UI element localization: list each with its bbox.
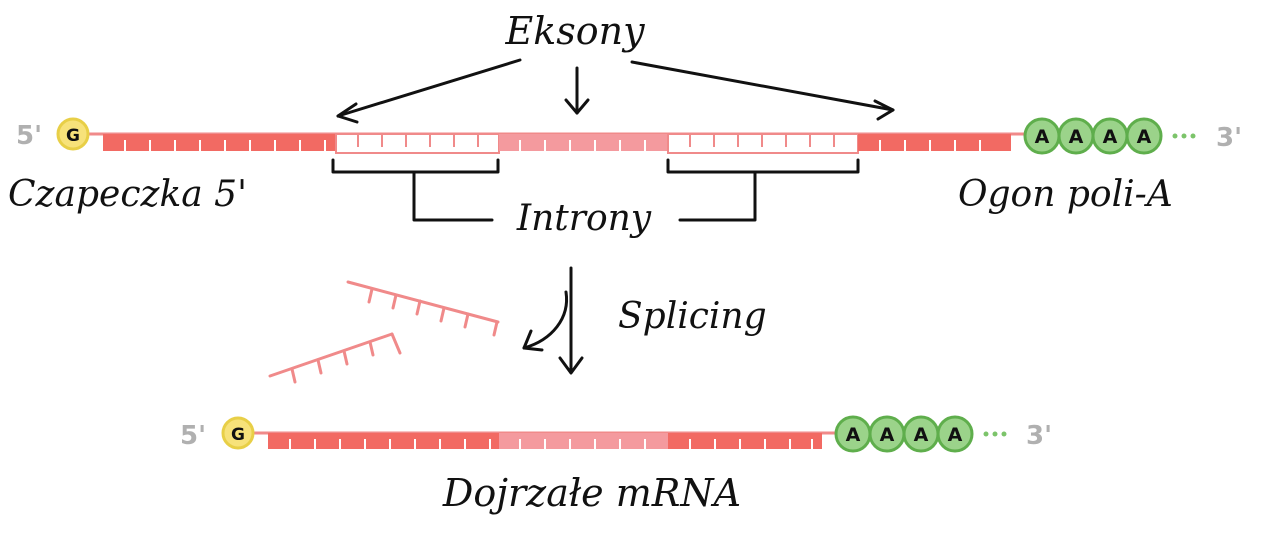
exon-arrowhead-right	[873, 99, 895, 121]
exon-2	[499, 134, 668, 151]
exon-1	[103, 134, 335, 151]
exon-1-ticks	[124, 140, 326, 151]
tail-letter-3: A	[1103, 126, 1118, 148]
mature-exon-2	[499, 433, 668, 449]
pre-mrna-3prime: 3'	[1216, 123, 1242, 153]
excised-intron-lower	[268, 332, 402, 384]
intron-2-ticks	[689, 134, 835, 147]
intron-2-bracket	[666, 158, 860, 174]
excision-curve	[522, 290, 569, 350]
intron-2-connector	[678, 170, 757, 222]
mature-tail-dot-3	[1001, 431, 1007, 437]
polya-label: Ogon poli-A	[958, 174, 1173, 215]
splicing-arrowhead	[558, 356, 584, 375]
tail-letter-4: A	[1137, 126, 1152, 148]
mature-tail-letter-2: A	[880, 424, 895, 446]
mature-exon-ticks	[289, 439, 813, 449]
exon-3-ticks	[879, 140, 981, 151]
mature-tail-letter-1: A	[846, 424, 861, 446]
tail-letter-2: A	[1069, 126, 1084, 148]
mature-mrna-label: Dojrzałe mRNA	[442, 471, 741, 515]
mature-tail-dot-1	[983, 431, 989, 437]
exon-arrowhead-middle	[564, 98, 590, 115]
polya-tail: A A A A	[1023, 117, 1196, 155]
mature-mrna-strand: 5' G A A A A	[180, 415, 1052, 453]
mature-tail-dot-2	[992, 431, 998, 437]
mature-cap-letter: G	[231, 425, 245, 445]
mature-exon-3	[668, 433, 822, 449]
exon-3	[858, 134, 1011, 151]
mature-tail-letter-3: A	[914, 424, 929, 446]
cap-circle	[56, 117, 90, 151]
mature-tail-letter-4: A	[948, 424, 963, 446]
mature-exon-1	[268, 433, 499, 449]
cap-label: Czapeczka 5'	[8, 174, 247, 215]
splicing-label: Splicing	[618, 296, 767, 337]
pre-mrna-strand: 5'	[16, 117, 1242, 155]
tail-bead-4	[1125, 117, 1163, 155]
tail-dot-2	[1181, 133, 1187, 139]
intron-1-ticks	[357, 134, 479, 147]
mature-mrna-3prime: 3'	[1026, 421, 1052, 451]
mature-tail-bead-4	[936, 415, 974, 453]
pre-mrna-5prime: 5'	[16, 121, 42, 151]
introns-label: Introny	[516, 198, 652, 239]
tail-dot-1	[1172, 133, 1178, 139]
excision-arrowhead	[522, 329, 544, 352]
cap-letter: G	[66, 126, 80, 146]
tail-dot-3	[1190, 133, 1196, 139]
exon-arrow-left	[336, 58, 522, 118]
exon-arrowhead-left	[336, 102, 359, 124]
exon-2-ticks	[519, 140, 646, 151]
intron-1-connector	[412, 170, 494, 222]
excised-intron-upper	[346, 280, 500, 337]
intron-1-bracket	[331, 158, 500, 174]
exons-label: Eksony	[504, 9, 645, 53]
mature-polya-tail: A A A A	[834, 415, 1007, 453]
intron-1	[335, 133, 500, 154]
exon-arrow-right	[630, 60, 895, 112]
tail-letter-1: A	[1035, 126, 1050, 148]
mature-mrna-5prime: 5'	[180, 421, 206, 451]
mature-cap-circle	[221, 416, 255, 450]
